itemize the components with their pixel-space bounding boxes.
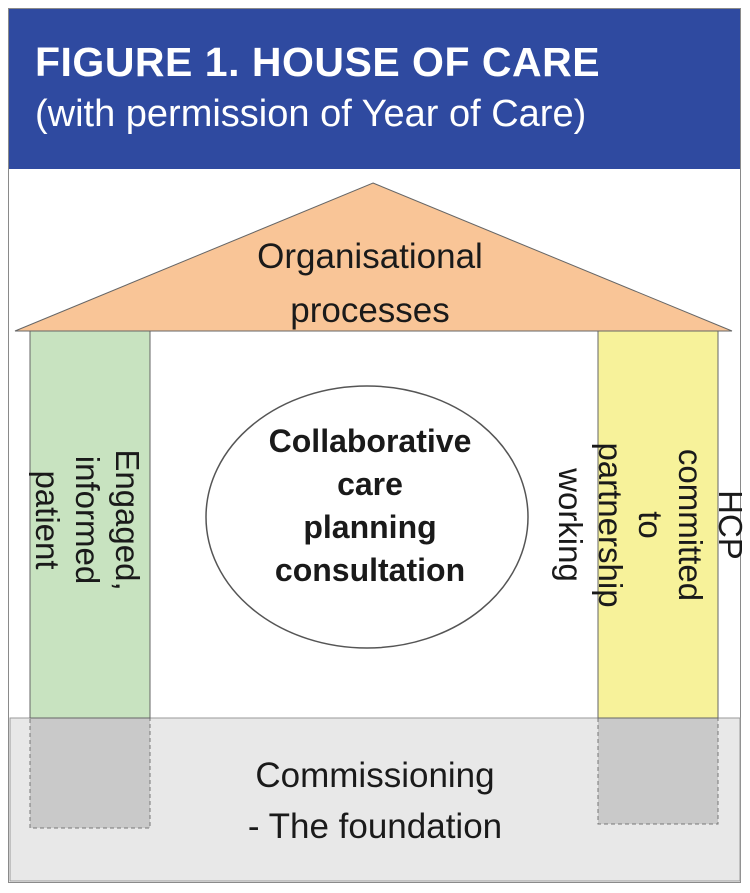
foundation-block-right [597,717,719,825]
right-pillar-label: HCP committed to partnership working [552,442,749,608]
center-ellipse [205,385,529,649]
center-label: Collaborative care planning consultation [268,423,472,588]
left-pillar [29,330,151,719]
right-pillar [597,330,719,719]
foundation-label: Commissioning - The foundation [247,756,503,846]
figure-title: FIGURE 1. HOUSE OF CARE [35,39,601,85]
figure-header: FIGURE 1. HOUSE OF CARE (with permission… [9,9,740,169]
foundation-block-left [29,717,151,829]
left-pillar-label: Engaged, informed patient [29,449,146,591]
figure-subtitle: (with permission of Year of Care) [35,93,587,135]
roof-label: Organisational processes [257,237,483,330]
roof [14,182,733,332]
